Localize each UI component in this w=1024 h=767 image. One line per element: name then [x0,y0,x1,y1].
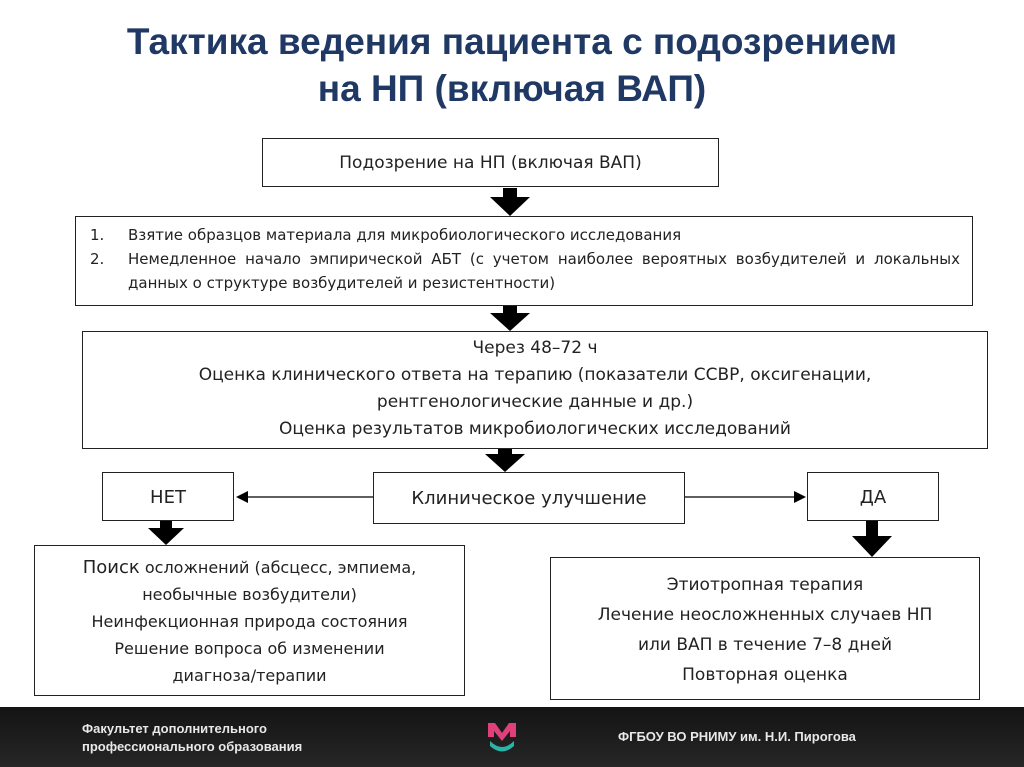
step-number: 2. [90,250,105,268]
assessment-line: рентгенологические данные и др.) [376,392,694,412]
footer-faculty-line1: Факультет дополнительного [82,721,267,736]
no-actions-line: Неинфекционная природа состояния [91,612,408,631]
assessment-line: Оценка результатов микробиологических ис… [279,419,791,439]
arrow-to-no-head [236,491,248,503]
no-actions-box: Поиск осложнений (абсцесс, эмпиема, необ… [34,545,465,696]
footer-university: ФГБОУ ВО РНИМУ им. Н.И. Пирогова [618,729,856,744]
footer-bar: Факультет дополнительного профессиональн… [0,707,1024,767]
footer-faculty: Факультет дополнительного профессиональн… [82,720,302,756]
search-word: Поиск [82,557,140,578]
no-actions-line: Поиск осложнений (абсцесс, эмпиема, [35,554,464,581]
arrow-to-yes-head [794,491,806,503]
page-title: Тактика ведения пациента с подозрением н… [0,18,1024,112]
yes-actions-line: Повторная оценка [682,665,848,685]
clinical-improvement-label: Клиническое улучшение [411,488,647,509]
down-arrow-yes [852,521,892,557]
footer-faculty-line2: профессионального образования [82,739,303,754]
step-item-1: 1. Взятие образцов материала для микроби… [90,223,960,247]
step-text: Немедленное начало эмпирической АБТ (с у… [128,250,960,292]
university-logo-icon [488,723,516,752]
step-item-2: 2. Немедленное начало эмпирической АБТ (… [90,247,960,295]
suspicion-text: Подозрение на НП (включая ВАП) [339,153,642,173]
no-actions-line: Решение вопроса об изменении [114,639,385,658]
clinical-improvement-box: Клиническое улучшение [373,472,685,524]
step-text: Взятие образцов материала для микробиоло… [128,226,682,244]
yes-box: ДА [807,472,939,521]
down-arrow-3 [485,449,525,472]
step-number: 1. [90,226,105,244]
no-actions-line1-rest: осложнений (абсцесс, эмпиема, [139,558,417,577]
assessment-line: Оценка клинического ответа на терапию (п… [198,365,872,385]
yes-actions-line: Лечение неосложненных случаев НП [597,605,933,625]
suspicion-box: Подозрение на НП (включая ВАП) [262,138,719,187]
no-label: НЕТ [150,487,186,508]
page-title-line2: на НП (включая ВАП) [317,68,707,109]
assessment-line: Через 48–72 ч [472,338,598,358]
yes-actions-line: или ВАП в течение 7–8 дней [637,635,893,655]
yes-actions-box: Этиотропная терапия Лечение неосложненны… [550,557,980,700]
initial-steps-box: 1. Взятие образцов материала для микроби… [75,216,973,306]
assessment-box: Через 48–72 ч Оценка клинического ответа… [82,331,988,449]
yes-actions-line: Этиотропная терапия [666,575,864,595]
no-box: НЕТ [102,472,234,521]
down-arrow-no [148,521,184,545]
no-actions-line: диагноза/терапии [172,666,327,685]
down-arrow-1 [490,188,530,216]
no-actions-line: необычные возбудители) [142,585,357,604]
page-title-line1: Тактика ведения пациента с подозрением [126,21,898,62]
yes-label: ДА [859,487,887,508]
down-arrow-2 [490,306,530,331]
